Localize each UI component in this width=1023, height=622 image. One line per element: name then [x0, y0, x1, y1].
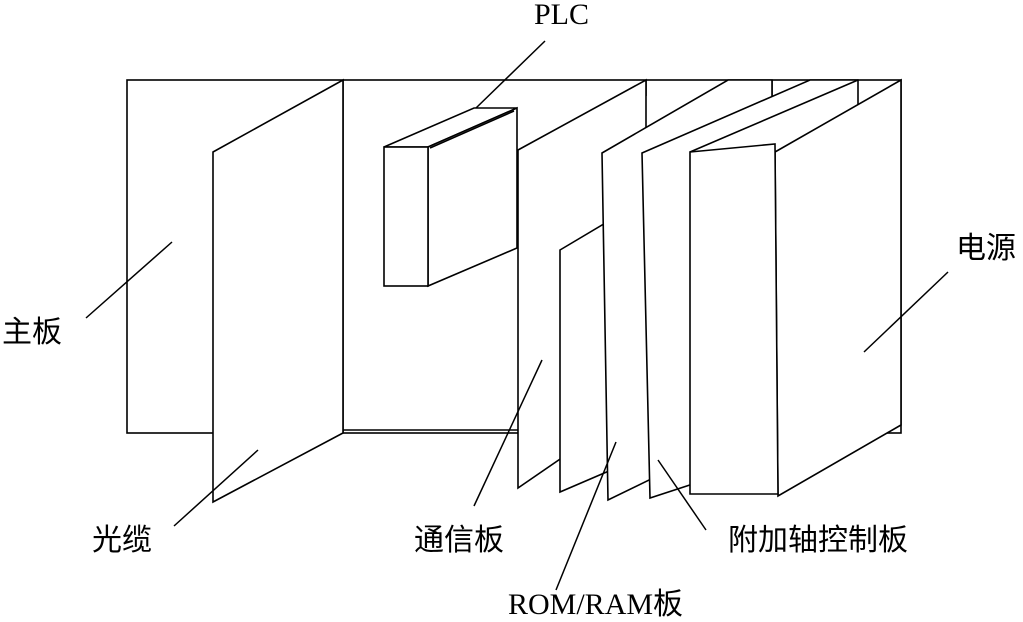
rom-ram-board-label: ROM/RAM板 [508, 588, 683, 621]
comm-board-label: 通信板 [414, 523, 504, 558]
power-supply-leader [863, 271, 949, 353]
optical-cable-leader [173, 449, 259, 527]
power-supply [689, 78, 902, 498]
main-board-label: 主板 [2, 315, 62, 350]
axis-control-board-label: 附加轴控制板 [728, 523, 908, 558]
comm-board-leader [473, 359, 543, 507]
optical-cable-sheet [212, 78, 344, 504]
power-supply-label: 电源 [956, 231, 1016, 266]
main-board-leader [85, 241, 173, 319]
optical-cable-label: 光缆 [92, 523, 152, 558]
axis-control-leader [657, 459, 707, 531]
rom-ram-leader [555, 441, 617, 591]
leader-lines [85, 40, 949, 591]
plc-box [383, 106, 518, 288]
plc-leader [475, 40, 546, 109]
plc-label: PLC [534, 0, 589, 31]
